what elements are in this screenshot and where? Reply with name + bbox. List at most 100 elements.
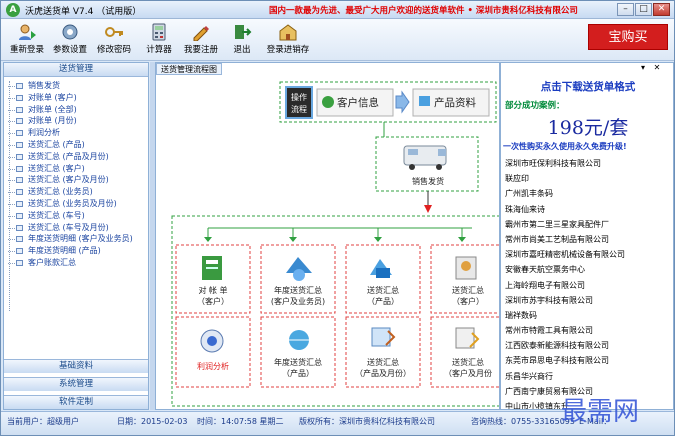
tree-item[interactable]: 送货汇总 (业务员) — [8, 186, 148, 198]
report-frame — [171, 215, 499, 407]
calculator-label: 计算器 — [146, 45, 172, 55]
download-format-link[interactable]: 点击下载送货单格式 — [540, 81, 636, 93]
tree-leaf-icon — [16, 200, 23, 207]
price-text: 198元/套 — [547, 117, 629, 139]
watermark-text: 最需网 — [561, 397, 640, 427]
buy-banner[interactable]: 宝购买 — [588, 24, 668, 50]
card-label-product-summary: 送货汇总 — [367, 285, 399, 295]
company-item: 深圳市嘉旺精密机械设备有限公司 — [505, 250, 625, 260]
tree-item-label: 对账单 (全部) — [28, 104, 77, 114]
panel-splitter[interactable] — [150, 62, 155, 410]
tree-item[interactable]: 送货汇总 (客户) — [8, 163, 148, 175]
register-button[interactable]: 我要注册 — [183, 23, 219, 59]
maximize-button[interactable]: □ — [635, 3, 652, 16]
flow-label-line1: 操作 — [291, 92, 307, 102]
exit-button[interactable]: 退出 — [230, 23, 254, 59]
settings-label: 参数设置 — [52, 45, 87, 55]
tree-leaf-icon — [16, 259, 23, 266]
tree-item[interactable]: 对账单 (全部) — [8, 104, 148, 116]
title-bar: A 沃虎送货单 V7.4 （试用版） 国内一款最为先进、最受广大用户欢迎的送货单… — [1, 1, 674, 19]
tree-item[interactable]: 对账单 (客户) — [8, 92, 148, 104]
flow-label-block — [285, 86, 313, 119]
card-sublabel-customer-summary: （客户） — [452, 296, 484, 306]
tree-item[interactable]: 送货汇总 (客户及月份) — [8, 174, 148, 186]
exit-icon — [235, 25, 252, 39]
inventory-login-label: 登录进销存 — [266, 45, 310, 55]
tree-item-label: 送货汇总 (产品) — [28, 139, 85, 149]
tree-item[interactable]: 销售发货 — [8, 80, 148, 92]
tree-leaf-icon — [16, 248, 23, 255]
tree-item[interactable]: 送货汇总 (产品及月份) — [8, 151, 148, 163]
tree-item-label: 客户账款汇总 — [28, 257, 76, 267]
card-annual-product[interactable] — [260, 316, 336, 388]
minimize-button[interactable]: – — [617, 3, 634, 16]
left-panel-header[interactable]: 送货管理 — [4, 63, 148, 77]
statement-icon — [202, 256, 222, 280]
pin-icon[interactable]: ▾ — [641, 63, 646, 72]
product-month-icon — [371, 327, 396, 347]
tab-system-management[interactable]: 系统管理 — [4, 377, 148, 391]
tree-leaf-icon — [16, 106, 23, 113]
tree-item-label: 送货汇总 (产品及月份) — [28, 151, 109, 161]
tab-basic-data[interactable]: 基础资料 — [4, 359, 148, 373]
card-label-profit: 利润分析 — [197, 361, 229, 371]
card-sublabel-customer-month: （客户及月份 — [444, 368, 492, 378]
company-item: 常州市尚美工艺制品有限公司 — [505, 234, 609, 244]
relogin-button[interactable]: 重新登录 — [9, 23, 45, 59]
customer-summary-icon — [455, 256, 477, 280]
status-email: E-Mail： — [579, 417, 612, 426]
app-logo-icon: A — [6, 3, 20, 17]
change-password-button[interactable]: 修改密码 — [96, 23, 132, 59]
tab-software-customization[interactable]: 软件定制 — [4, 395, 148, 409]
tree-item-label: 送货汇总 (客户) — [28, 163, 85, 173]
company-item: 霸州市第二里三星家具配件厂 — [505, 219, 609, 229]
tree-item[interactable]: 对账单 (月份) — [8, 115, 148, 127]
card-sublabel-product-month: （产品及月份） — [355, 368, 411, 378]
tree-item[interactable]: 送货汇总 (车号) — [8, 210, 148, 222]
tree-item[interactable]: 送货汇总 (产品) — [8, 139, 148, 151]
company-item: 珠海仙来诗 — [505, 204, 545, 214]
tree-item[interactable]: 年度送货明细 (产品) — [8, 245, 148, 257]
company-item: 上海岭翔电子有限公司 — [505, 280, 585, 290]
tab-shipping-flowchart[interactable]: 送货管理流程图 — [156, 63, 222, 75]
tree-item[interactable]: 送货汇总 (业务员及月份) — [8, 198, 148, 210]
relogin-icon — [19, 24, 36, 40]
tree-item[interactable]: 送货汇总 (车号及月份) — [8, 222, 148, 234]
customer-info-icon — [322, 96, 334, 108]
status-hotline: 咨询热线：0755-33165095 — [471, 417, 575, 426]
exit-label: 退出 — [233, 45, 251, 55]
panel-close-icon[interactable]: ✕ — [653, 63, 661, 72]
product-summary-icon — [370, 259, 392, 278]
tree-item[interactable]: 利润分析 — [8, 127, 148, 139]
tree-leaf-icon — [16, 165, 23, 172]
product-info-label: 产品资料 — [434, 96, 476, 109]
tree-leaf-icon — [16, 94, 23, 101]
close-button[interactable]: ✕ — [653, 3, 670, 16]
toolbar: 重新登录 参数设置 修改密码 计算器 我要注册 退出 登录进销存 — [1, 19, 674, 61]
company-item: 乐昌华兴商行 — [505, 371, 553, 381]
window-title: 沃虎送货单 V7.4 （试用版） — [25, 7, 142, 17]
card-sublabel-statement: （客户） — [197, 296, 229, 306]
annual-customer-icon — [286, 257, 312, 281]
company-list: 深圳市旺保利科技有限公司联应印广州凯丰条码珠海仙来诗霸州市第二里三星家具配件厂常… — [505, 156, 671, 409]
tree-item[interactable]: 年度送货明细 (客户及业务员) — [8, 233, 148, 245]
status-bar: 当前用户：超级用户 日期：2015-02-03 时间：14:07:58 星期二 … — [1, 411, 674, 435]
tree-item-label: 利润分析 — [28, 128, 60, 138]
tree-item-label: 送货汇总 (业务员及月份) — [28, 198, 117, 208]
arrow-right-icon — [395, 90, 410, 114]
company-item: 联应印 — [505, 174, 529, 184]
calculator-button[interactable]: 计算器 — [144, 23, 174, 59]
register-label: 我要注册 — [183, 45, 218, 55]
card-label-annual-product: 年度送货汇总 — [274, 357, 322, 367]
settings-button[interactable]: 参数设置 — [52, 23, 88, 59]
tree-leaf-icon — [16, 153, 23, 160]
card-label-customer-summary: 送货汇总 — [452, 285, 484, 295]
tree-item[interactable]: 客户账款汇总 — [8, 257, 148, 269]
inventory-login-icon — [279, 24, 297, 41]
profit-icon — [200, 329, 224, 353]
tree-leaf-icon — [16, 236, 23, 243]
customer-info-label: 客户信息 — [337, 96, 379, 109]
card-summary-product[interactable] — [345, 244, 421, 314]
inventory-login-button[interactable]: 登录进销存 — [265, 23, 311, 59]
